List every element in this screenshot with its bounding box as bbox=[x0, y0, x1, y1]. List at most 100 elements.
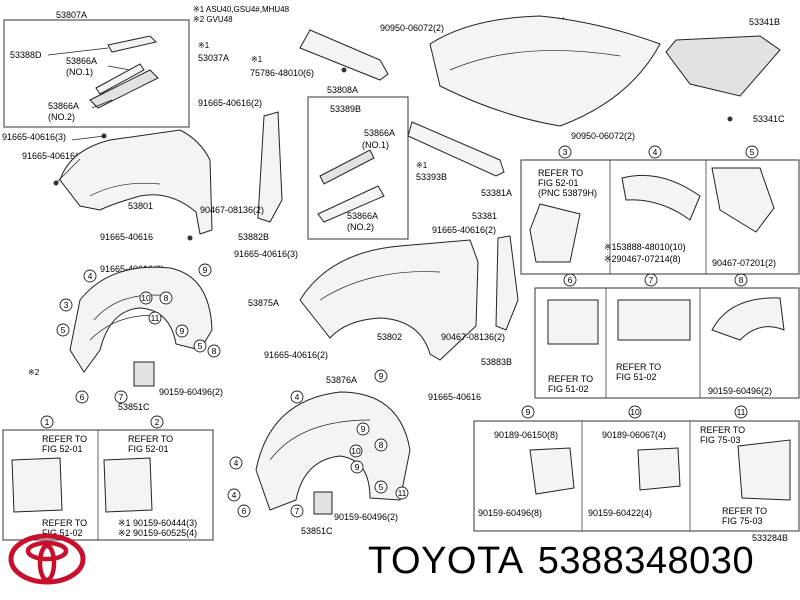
inset4-b: ※290467-07214(8) bbox=[604, 254, 681, 264]
svg-text:4: 4 bbox=[234, 458, 239, 468]
label-91665-2b: 91665-40616(2) bbox=[198, 98, 262, 108]
label-53866a-c: 53866A bbox=[364, 128, 395, 138]
svg-text:10: 10 bbox=[351, 446, 361, 456]
label-53866a-d: 53866A bbox=[347, 211, 378, 221]
inset8-part bbox=[711, 297, 785, 341]
svg-text:9: 9 bbox=[379, 371, 384, 381]
splash-53851c bbox=[133, 361, 155, 387]
label-53882b: 53882B bbox=[238, 232, 269, 242]
mark-1a: ※1 bbox=[198, 41, 210, 50]
label-91665-2c: 91665-40616(2) bbox=[432, 225, 496, 235]
inset9-part bbox=[529, 447, 575, 495]
callout-6-header: 6 bbox=[563, 273, 577, 287]
svg-text:10: 10 bbox=[141, 293, 151, 303]
svg-text:5: 5 bbox=[379, 482, 384, 492]
label-91665-b: 91665-40616 bbox=[428, 392, 481, 402]
inset10-part bbox=[637, 447, 681, 491]
svg-text:9: 9 bbox=[180, 326, 185, 336]
label-53807a: 53807A bbox=[56, 10, 87, 20]
inset3-fig: FIG 52-01 bbox=[538, 178, 579, 188]
callout-1-header: 1 bbox=[40, 415, 54, 429]
svg-text:6: 6 bbox=[242, 506, 247, 516]
inset4-a: ※153888-48010(10) bbox=[604, 242, 686, 252]
seal-53882b bbox=[257, 111, 283, 223]
inset3-pnc: (PNC 53879H) bbox=[538, 188, 597, 198]
inset6-part bbox=[547, 299, 599, 345]
inset9-b: 90159-60496(8) bbox=[478, 508, 542, 518]
svg-text:5: 5 bbox=[61, 325, 66, 335]
label-53341c: 53341C bbox=[753, 114, 785, 124]
label-53866a-no1: 53866A bbox=[66, 56, 97, 66]
callout-11-header: 11 bbox=[734, 405, 748, 419]
label-53866a-no2: 53866A bbox=[48, 101, 79, 111]
label-53037a: 53037A bbox=[198, 53, 229, 63]
callout-9-header: 9 bbox=[521, 405, 535, 419]
molding-upper bbox=[95, 63, 145, 95]
svg-text:9: 9 bbox=[203, 265, 208, 275]
label-no2-b: (NO.2) bbox=[347, 222, 374, 232]
svg-text:11: 11 bbox=[737, 407, 746, 417]
label-90950-b: 90950-06072(2) bbox=[571, 131, 635, 141]
callout-group: 3 4 5 6 7 8 9 10 11 1 2 4 9 3 8 10 11 5 … bbox=[40, 145, 759, 518]
svg-text:4: 4 bbox=[653, 147, 658, 157]
inset5-a: 90467-07201(2) bbox=[712, 258, 776, 268]
fender-53801 bbox=[59, 129, 213, 235]
detail-box-53807a bbox=[3, 19, 190, 128]
label-no2: (NO.2) bbox=[48, 112, 75, 122]
svg-text:5: 5 bbox=[750, 147, 755, 157]
label-91665: 91665-40616 bbox=[100, 232, 153, 242]
svg-text:4: 4 bbox=[232, 490, 237, 500]
inset3-refer: REFER TO bbox=[538, 168, 583, 178]
svg-text:11: 11 bbox=[398, 488, 407, 498]
inset11-fig2: FIG 75-03 bbox=[722, 516, 763, 526]
inset11-refer2: REFER TO bbox=[722, 506, 767, 516]
label-91665-3a: 91665-40616(3) bbox=[2, 132, 66, 142]
bracket-53037a bbox=[299, 29, 389, 81]
seal-53883b bbox=[495, 235, 519, 331]
svg-text:6: 6 bbox=[80, 392, 85, 402]
callout-2-header: 2 bbox=[150, 415, 164, 429]
insulator-53341b bbox=[665, 35, 781, 97]
svg-text:10: 10 bbox=[630, 407, 640, 417]
inset1-part bbox=[11, 457, 63, 513]
inset11-part bbox=[737, 439, 791, 501]
label-90159-a: 90159-60496(2) bbox=[159, 387, 223, 397]
label-90467-b: 90467-08136(2) bbox=[441, 332, 505, 342]
inset1-refer2: REFER TO bbox=[42, 518, 87, 528]
inset10-a: 90189-06067(4) bbox=[602, 430, 666, 440]
inset2-b: ※2 90159-60525(4) bbox=[118, 528, 197, 538]
svg-text:8: 8 bbox=[212, 346, 217, 356]
inset2-part bbox=[103, 457, 153, 513]
svg-text:9: 9 bbox=[355, 462, 360, 472]
svg-text:11: 11 bbox=[151, 313, 160, 323]
label-75786: 75786-48010(6) bbox=[250, 68, 314, 78]
label-53875a: 53875A bbox=[248, 298, 279, 308]
svg-text:4: 4 bbox=[88, 271, 93, 281]
label-53876a: 53876A bbox=[326, 375, 357, 385]
label-91665-2a: 91665-40616(2) bbox=[22, 151, 86, 161]
molding-53389b bbox=[319, 149, 375, 185]
inset2-fig1: FIG 52-01 bbox=[128, 444, 169, 454]
hood-53301 bbox=[429, 15, 661, 127]
callout-5-header: 5 bbox=[745, 145, 759, 159]
splash-53851c-b bbox=[313, 491, 333, 515]
svg-text:6: 6 bbox=[568, 275, 573, 285]
inset-box-6-8 bbox=[534, 287, 800, 399]
label-90159-b: 90159-60496(2) bbox=[334, 512, 398, 522]
label-53389b: 53389B bbox=[330, 104, 361, 114]
inset-box-1-2 bbox=[2, 429, 214, 541]
callout-8-header: 8 bbox=[734, 273, 748, 287]
inset5-part bbox=[711, 167, 775, 233]
inset2-refer1: REFER TO bbox=[128, 434, 173, 444]
inset1-fig2: FIG 51-02 bbox=[42, 528, 83, 538]
inset7-part bbox=[617, 299, 691, 341]
diagram-code: 533284B bbox=[752, 533, 788, 543]
inset2-a: ※1 90159-60444(3) bbox=[118, 518, 197, 528]
callout-10-header: 10 bbox=[628, 405, 642, 419]
inset6-refer: REFER TO bbox=[548, 374, 593, 384]
label-53341b: 53341B bbox=[749, 17, 780, 27]
inset4-part bbox=[621, 174, 701, 221]
inset-box-9-11 bbox=[473, 420, 800, 532]
